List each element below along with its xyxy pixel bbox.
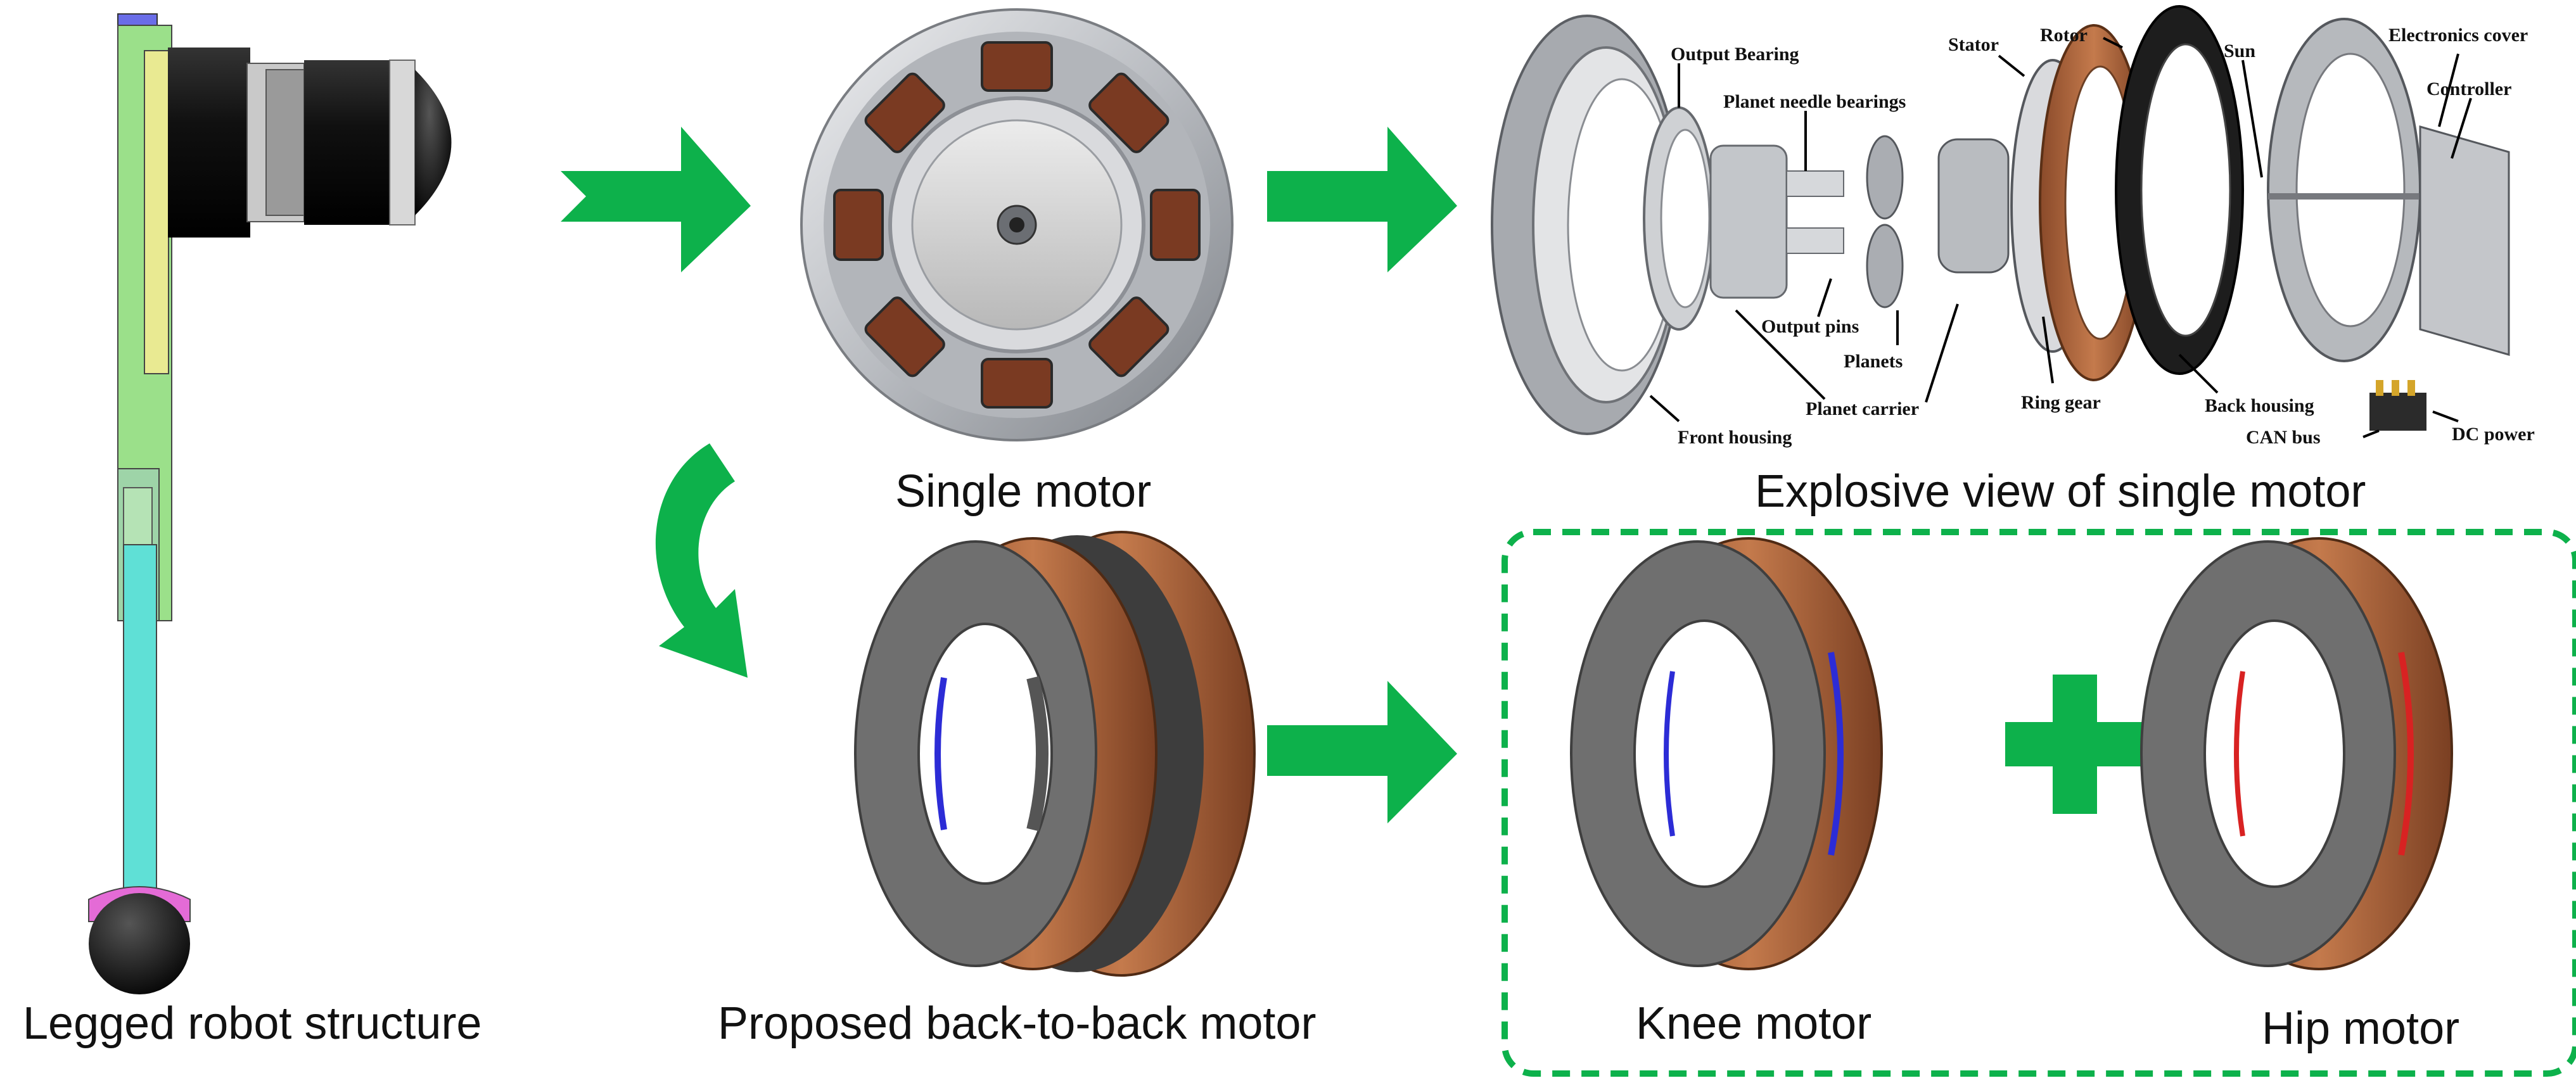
stator-coil xyxy=(1088,296,1170,377)
label-controller: Controller xyxy=(2426,79,2511,99)
stator-coil xyxy=(833,189,884,261)
stator-coil xyxy=(864,72,945,153)
block-arrow-right-icon xyxy=(561,127,751,272)
label-sun: Sun xyxy=(2224,41,2255,61)
caption-single-motor: Single motor xyxy=(895,466,1151,517)
hip-motor-illustration xyxy=(2140,537,2453,970)
caption-hip-motor: Hip motor xyxy=(2262,1003,2459,1054)
exploded-view-illustration xyxy=(1491,5,2510,435)
caption-knee-motor: Knee motor xyxy=(1636,998,1871,1049)
stator-coil xyxy=(1150,189,1201,261)
captions: Legged robot structure Single motor Expl… xyxy=(23,466,2459,1054)
single-motor-illustration xyxy=(800,8,1234,441)
stator-coil xyxy=(864,296,945,377)
label-rotor: Rotor xyxy=(2040,25,2088,46)
label-planets: Planets xyxy=(1844,351,1903,372)
legged-robot-illustration xyxy=(88,13,452,994)
leader-lines xyxy=(1649,37,2472,438)
curved-arrow-down-icon xyxy=(655,443,748,678)
label-ring-gear: Ring gear xyxy=(2021,392,2101,413)
label-stator: Stator xyxy=(1948,34,1999,55)
knee-hip-group-box xyxy=(1502,529,2576,1077)
label-planet-needle-bearings: Planet needle bearings xyxy=(1723,91,1906,112)
label-front-housing: Front housing xyxy=(1678,427,1792,448)
label-dc-power: DC power xyxy=(2452,424,2535,445)
caption-explosive-view: Explosive view of single motor xyxy=(1755,466,2366,517)
label-back-housing: Back housing xyxy=(2205,395,2314,416)
label-output-pins: Output pins xyxy=(1761,316,1859,337)
knee-motor-illustration xyxy=(1570,537,1883,970)
block-arrow-right-icon xyxy=(1267,127,1457,272)
label-can-bus: CAN bus xyxy=(2246,427,2321,448)
flow-arrows xyxy=(561,127,2145,823)
plus-sign-icon xyxy=(2005,675,2145,814)
stator-coil xyxy=(981,41,1053,92)
block-arrow-right-icon xyxy=(1267,681,1457,823)
back-to-back-motor-illustration xyxy=(854,531,1256,977)
stator-coil xyxy=(981,358,1053,409)
caption-legged-robot-structure: Legged robot structure xyxy=(23,998,481,1049)
label-output-bearing: Output Bearing xyxy=(1671,44,1799,65)
label-planet-carrier: Planet carrier xyxy=(1806,398,1919,419)
label-electronics-cover: Electronics cover xyxy=(2388,25,2528,46)
part-labels: Output Bearing Planet needle bearings St… xyxy=(1671,25,2535,448)
caption-proposed-back-to-back-motor: Proposed back-to-back motor xyxy=(718,998,1316,1049)
stator-coil xyxy=(1088,72,1170,153)
